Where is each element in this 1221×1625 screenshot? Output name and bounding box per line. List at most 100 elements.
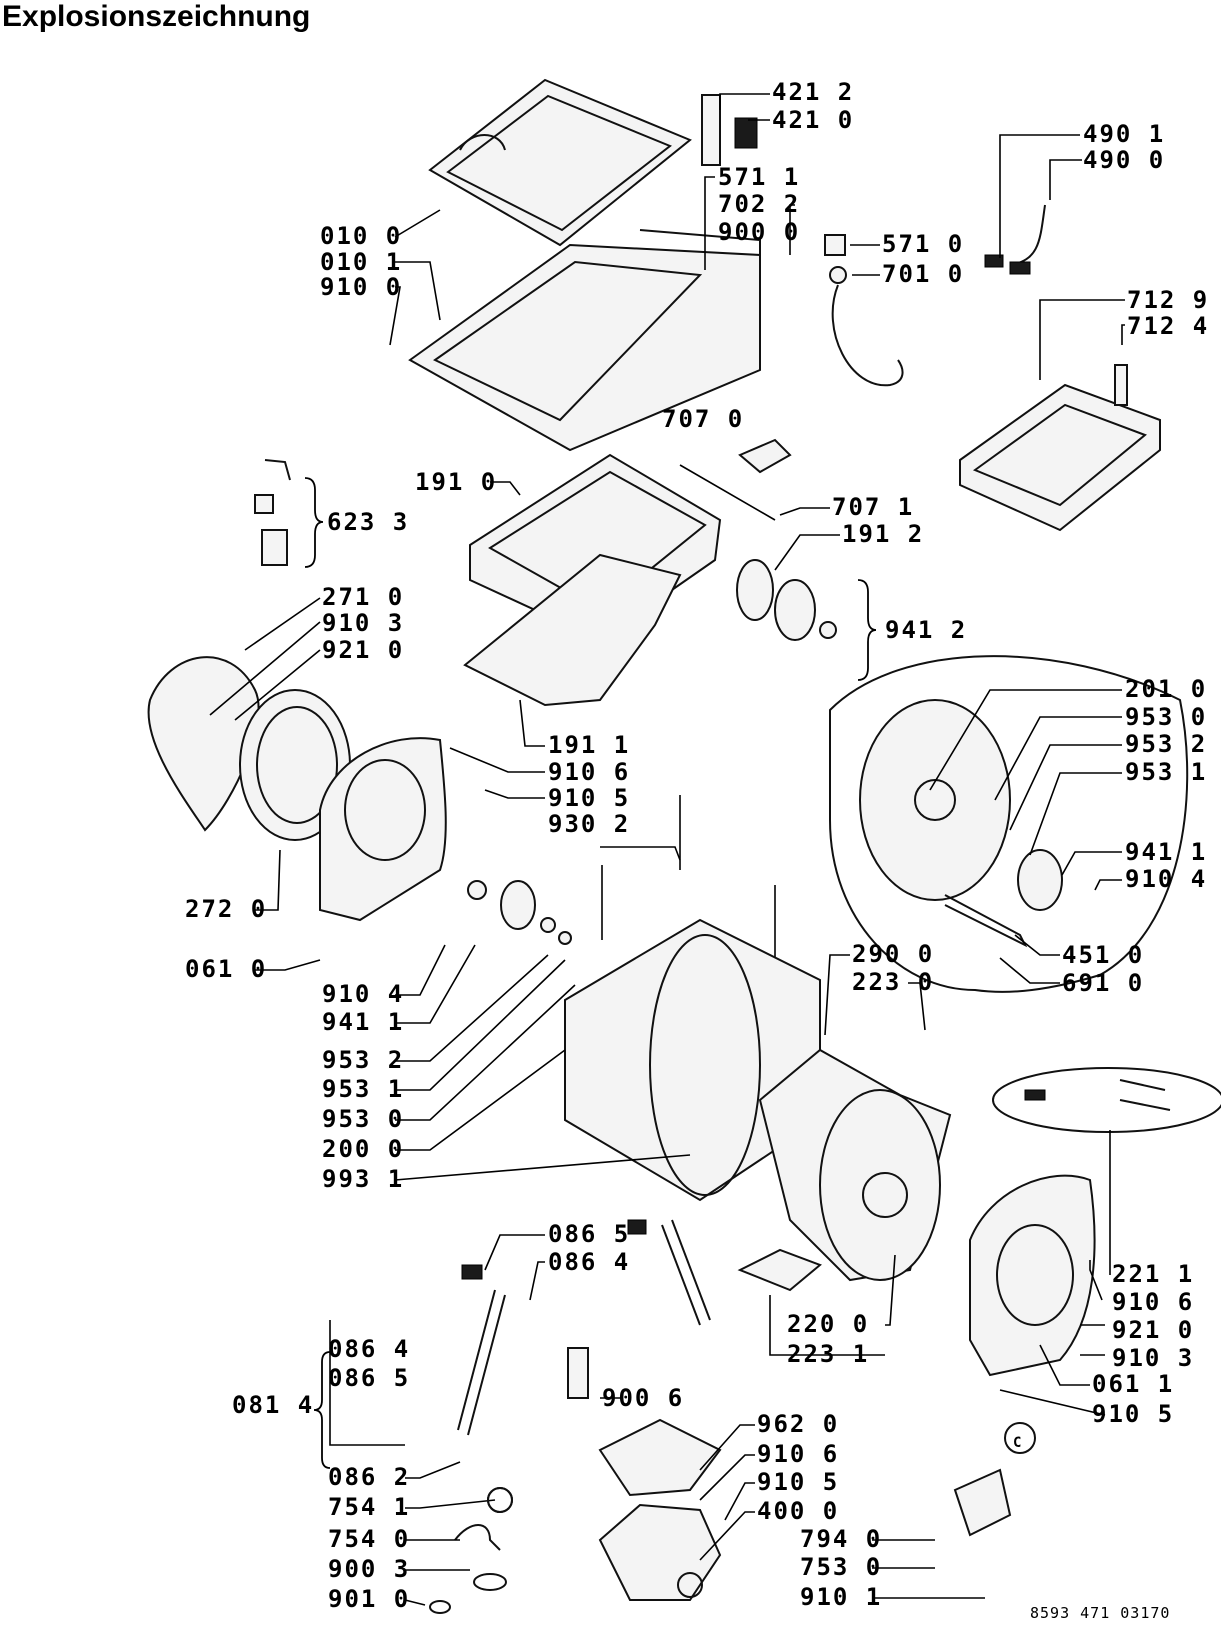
- bracket-tray-part: [737, 1248, 822, 1292]
- part-label-9210b: 921 0: [1112, 1316, 1194, 1344]
- part-label-1912: 191 2: [842, 520, 924, 548]
- brace-0814: [313, 1351, 331, 1469]
- part-label-7124: 712 4: [1127, 312, 1209, 340]
- part-label-9010: 901 0: [328, 1585, 410, 1613]
- bracket-clip-part: [254, 459, 291, 566]
- part-label-0864b: 086 4: [328, 1335, 410, 1363]
- part-label-9931: 993 1: [322, 1165, 404, 1193]
- part-label-9620: 962 0: [757, 1410, 839, 1438]
- front-panel-part: [969, 1174, 1096, 1377]
- part-label-7530: 753 0: [800, 1553, 882, 1581]
- part-label-5711: 571 1: [718, 163, 800, 191]
- part-label-5710: 571 0: [882, 230, 964, 258]
- outer-tub-part: [564, 918, 821, 1202]
- leader-lines: [209, 93, 1125, 1606]
- part-label-1911: 191 1: [548, 731, 630, 759]
- tub-ring-part: [463, 453, 722, 707]
- part-label-0814: 081 4: [232, 1391, 314, 1419]
- page-title: Explosionszeichnung: [2, 0, 311, 33]
- part-label-7010: 701 0: [882, 260, 964, 288]
- part-label-2200: 220 0: [787, 1310, 869, 1338]
- clip-part: [429, 1600, 451, 1614]
- bearing-left-part: [467, 880, 572, 945]
- part-label-0864a: 086 4: [548, 1248, 630, 1276]
- part-label-0611: 061 1: [1092, 1370, 1174, 1398]
- top-cover-part: [408, 229, 761, 452]
- part-label-9106b: 910 6: [1112, 1288, 1194, 1316]
- brace-9412: [857, 579, 877, 681]
- part-label-2900: 290 0: [852, 940, 934, 968]
- part-label-9530b: 953 0: [322, 1105, 404, 1133]
- electronics-module-part: [953, 1422, 1036, 1537]
- part-label-9105b: 910 5: [1092, 1400, 1174, 1428]
- part-label-9101: 910 1: [800, 1583, 882, 1611]
- shock-absorber-right-part: [627, 1219, 711, 1326]
- part-label-2710: 271 0: [322, 583, 404, 611]
- part-label-0865a: 086 5: [548, 1220, 630, 1248]
- part-label-1910: 191 0: [415, 468, 497, 496]
- part-label-9302: 930 2: [548, 810, 630, 838]
- part-label-7541: 754 1: [328, 1493, 410, 1521]
- part-label-9531b: 953 1: [322, 1075, 404, 1103]
- power-cable-part: [984, 204, 1046, 275]
- control-switch-part: [701, 94, 758, 166]
- part-label-9531a: 953 1: [1125, 758, 1207, 786]
- part-label-9411b: 941 1: [322, 1008, 404, 1036]
- part-label-2231: 223 1: [787, 1340, 869, 1368]
- part-label-4210: 421 0: [772, 106, 854, 134]
- part-label-9411a: 941 1: [1125, 838, 1207, 866]
- part-label-2720: 272 0: [185, 895, 267, 923]
- side-panel-part: [319, 737, 447, 922]
- part-label-9532a: 953 2: [1125, 730, 1207, 758]
- filter-part: [567, 1347, 589, 1399]
- sensor-group-part: [992, 1067, 1221, 1133]
- part-label-9104b: 910 4: [322, 980, 404, 1008]
- part-label-9000: 900 0: [718, 218, 800, 246]
- part-label-9105c: 910 5: [757, 1468, 839, 1496]
- part-label-9104a: 910 4: [1125, 865, 1207, 893]
- heater-part: [944, 894, 1028, 948]
- lid-frame-part: [428, 78, 692, 247]
- circle-marker-text: C: [1013, 1435, 1021, 1451]
- part-label-9532b: 953 2: [322, 1046, 404, 1074]
- part-label-9006: 900 6: [602, 1384, 684, 1412]
- part-label-9210a: 921 0: [322, 636, 404, 664]
- hose-cap-circle: [487, 1487, 513, 1513]
- part-label-2000: 200 0: [322, 1135, 404, 1163]
- drain-pump-part: [598, 1503, 722, 1601]
- part-label-9003: 900 3: [328, 1555, 410, 1583]
- insulation-mat-part: [598, 1418, 722, 1497]
- part-label-4900: 490 0: [1083, 146, 1165, 174]
- part-label-9100a: 910 0: [320, 273, 402, 301]
- part-label-7022: 702 2: [718, 190, 800, 218]
- part-label-7070: 707 0: [662, 405, 744, 433]
- part-label-7129: 712 9: [1127, 286, 1209, 314]
- rear-tub-part: [829, 655, 1189, 993]
- part-label-9412: 941 2: [885, 616, 967, 644]
- part-label-6910: 691 0: [1062, 969, 1144, 997]
- part-label-9106a: 910 6: [548, 758, 630, 786]
- detergent-drawer-part: [959, 364, 1161, 532]
- part-label-0865b: 086 5: [328, 1364, 410, 1392]
- drain-hose-part: [454, 1524, 501, 1551]
- part-label-4212: 421 2: [772, 78, 854, 106]
- shock-absorber-left-part: [457, 1264, 506, 1436]
- part-label-7540: 754 0: [328, 1525, 410, 1553]
- part-label-7940: 794 0: [800, 1525, 882, 1553]
- part-label-9106c: 910 6: [757, 1440, 839, 1468]
- brace-6233: [304, 477, 324, 568]
- part-label-2211: 221 1: [1112, 1260, 1194, 1288]
- part-label-2010: 201 0: [1125, 675, 1207, 703]
- part-label-0862: 086 2: [328, 1463, 410, 1491]
- bracket-part: [738, 438, 792, 474]
- part-label-9103b: 910 3: [1112, 1344, 1194, 1372]
- hose-clamp-part: [473, 1573, 507, 1591]
- part-label-9105a: 910 5: [548, 784, 630, 812]
- part-label-7071: 707 1: [832, 493, 914, 521]
- part-label-9530a: 953 0: [1125, 703, 1207, 731]
- part-label-0101: 010 1: [320, 248, 402, 276]
- part-label-9103a: 910 3: [322, 609, 404, 637]
- part-label-2230: 223 0: [852, 968, 934, 996]
